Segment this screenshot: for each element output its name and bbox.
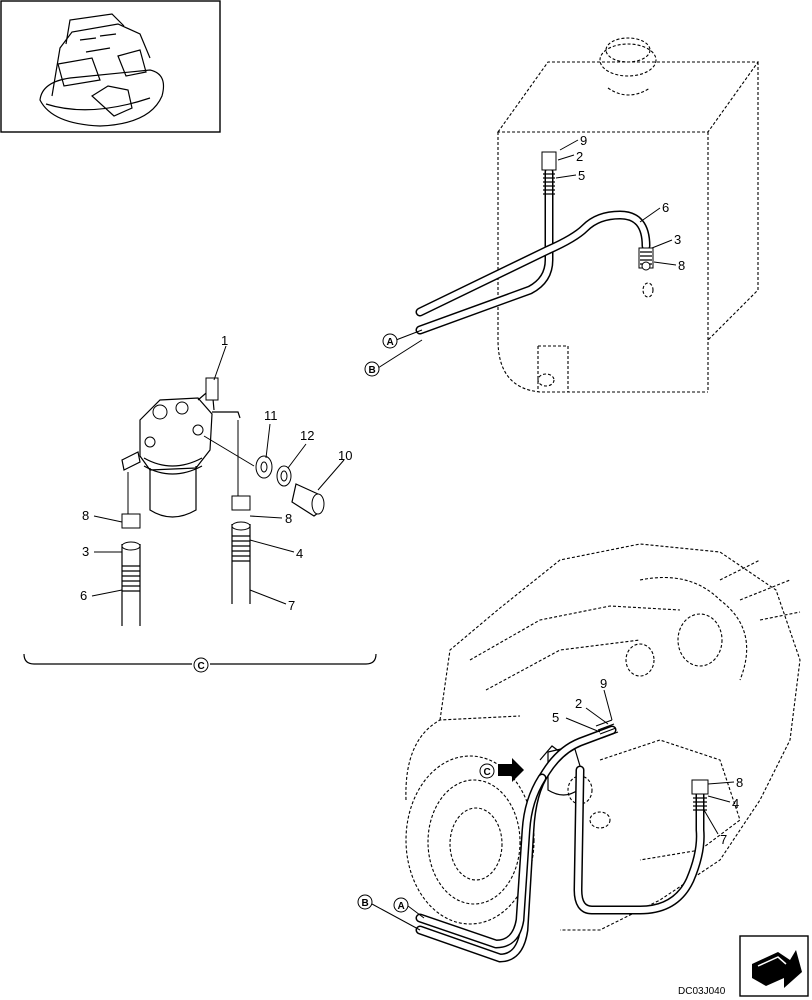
engine-hose-tank-line	[415, 773, 547, 949]
callout-6-left: 6	[80, 588, 87, 603]
callout-8-top: 8	[678, 258, 685, 273]
callout-2-top: 2	[576, 149, 583, 164]
machine-overview-inset	[0, 0, 221, 133]
callout-8-left-b: 8	[285, 511, 292, 526]
ref-c-bracket: C	[198, 661, 205, 672]
excavator-illustration	[39, 13, 165, 127]
drawing-code: DC03J040	[678, 986, 726, 997]
tank-hose-return	[415, 167, 554, 335]
callout-4-left: 4	[296, 546, 303, 561]
filter-hardware	[127, 420, 345, 517]
ref-a-top: A	[387, 337, 394, 348]
engine-callouts: 2 9 5 8 4 7	[552, 676, 743, 847]
tank-hose-supply	[415, 210, 651, 317]
engine-dashed	[405, 543, 801, 931]
ref-markers-top: A B	[364, 329, 423, 377]
ref-b-top: B	[369, 365, 376, 376]
callout-5-engine: 5	[552, 710, 559, 725]
callout-12: 12	[300, 428, 314, 443]
callout-5-top: 5	[578, 168, 585, 183]
filter-hoses	[121, 495, 251, 626]
arrow-right-icon	[498, 758, 524, 782]
filter-callouts: 1 11 12 10 8 8 3 4 6 7	[80, 333, 352, 613]
callout-8-engine: 8	[736, 775, 743, 790]
callout-9-top: 9	[580, 133, 587, 148]
engine-hose-fittings	[595, 719, 709, 811]
callout-4-engine: 4	[732, 796, 739, 811]
callout-6-top: 6	[662, 200, 669, 215]
orientation-icon	[739, 935, 809, 997]
callout-2-engine: 2	[575, 696, 582, 711]
hose-end-fittings-top	[541, 151, 654, 271]
callout-3-left: 3	[82, 544, 89, 559]
ref-b-bottom: B	[362, 898, 369, 909]
engine-hose-supply	[573, 765, 705, 915]
tank-callouts: 9 2 5 6 3 8	[555, 133, 685, 273]
ref-a-bottom: A	[398, 901, 405, 912]
callout-7-left: 7	[288, 598, 295, 613]
fuel-tank-dashed	[496, 37, 760, 393]
callout-8-left-a: 8	[82, 508, 89, 523]
fuel-filter-assembly	[121, 345, 241, 518]
view-c-pointer: C	[479, 758, 524, 782]
ref-markers-bottom: B A	[357, 894, 425, 931]
callout-3-top: 3	[674, 232, 681, 247]
callout-1: 1	[221, 333, 228, 348]
callout-11: 11	[264, 408, 278, 423]
view-c-bracket: C	[23, 653, 377, 673]
callout-10: 10	[338, 448, 352, 463]
callout-7-engine: 7	[720, 832, 727, 847]
callout-9-engine: 9	[600, 676, 607, 691]
ref-c-engine: C	[484, 767, 491, 778]
